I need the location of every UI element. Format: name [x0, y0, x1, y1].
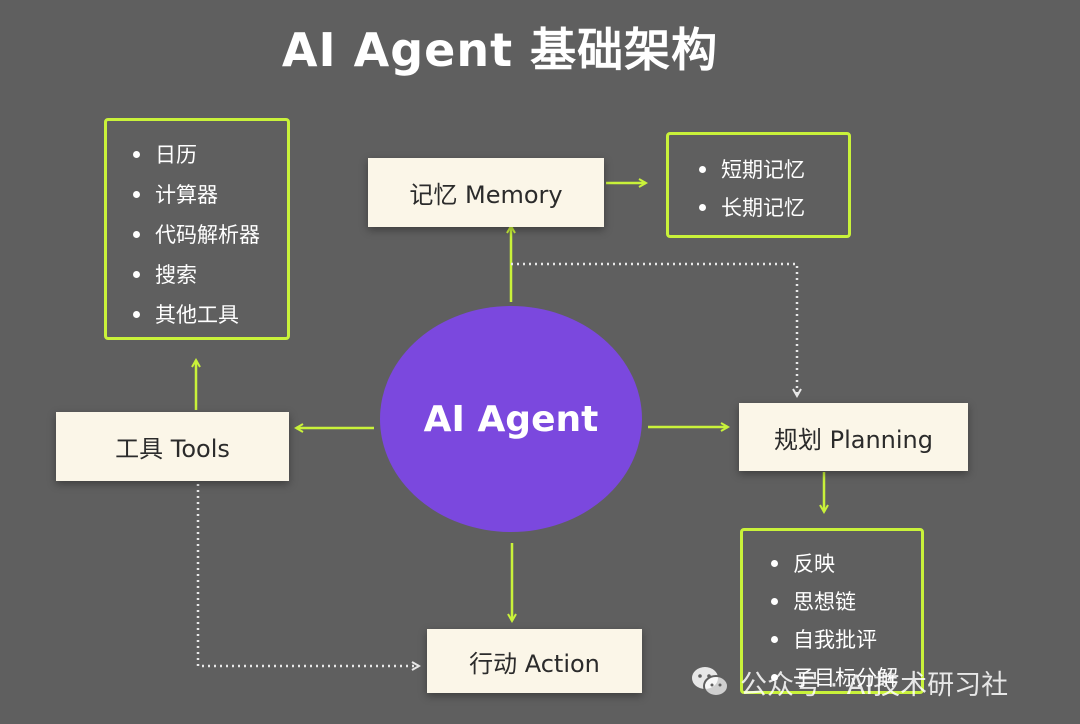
planning-list: 反映 思想链 自我批评 子目标分解 [769, 545, 921, 697]
memory-list-box: 短期记忆 长期记忆 [666, 132, 851, 238]
list-item: 子目标分解 [769, 659, 921, 697]
dotted-tools-to-action [196, 484, 419, 666]
list-item: 日历 [131, 135, 287, 175]
tools-list: 日历 计算器 代码解析器 搜索 其他工具 [131, 135, 287, 335]
list-item: 思想链 [769, 583, 921, 621]
tools-node: 工具 Tools [56, 412, 289, 481]
action-node: 行动 Action [427, 629, 642, 693]
list-item: 短期记忆 [697, 151, 848, 189]
list-item: 搜索 [131, 255, 287, 295]
watermark: 公众号 · AI技术研习社 [690, 660, 1008, 704]
dotted-memory-to-planning [511, 262, 797, 396]
planning-list-box: 反映 思想链 自我批评 子目标分解 [740, 528, 924, 694]
memory-list: 短期记忆 长期记忆 [697, 151, 848, 227]
list-item: 计算器 [131, 175, 287, 215]
watermark-text: 公众号 · AI技术研习社 [740, 669, 1009, 701]
list-item: 反映 [769, 545, 921, 583]
tools-list-box: 日历 计算器 代码解析器 搜索 其他工具 [104, 118, 290, 340]
list-item: 长期记忆 [697, 189, 848, 227]
page-title: AI Agent 基础架构 [281, 23, 719, 77]
memory-node: 记忆 Memory [368, 158, 604, 227]
planning-node: 规划 Planning [739, 403, 968, 471]
list-item: 其他工具 [131, 295, 287, 335]
list-item: 自我批评 [769, 621, 921, 659]
list-item: 代码解析器 [131, 215, 287, 255]
ai-agent-core: AI Agent [380, 306, 642, 532]
wechat-icon [690, 665, 730, 699]
